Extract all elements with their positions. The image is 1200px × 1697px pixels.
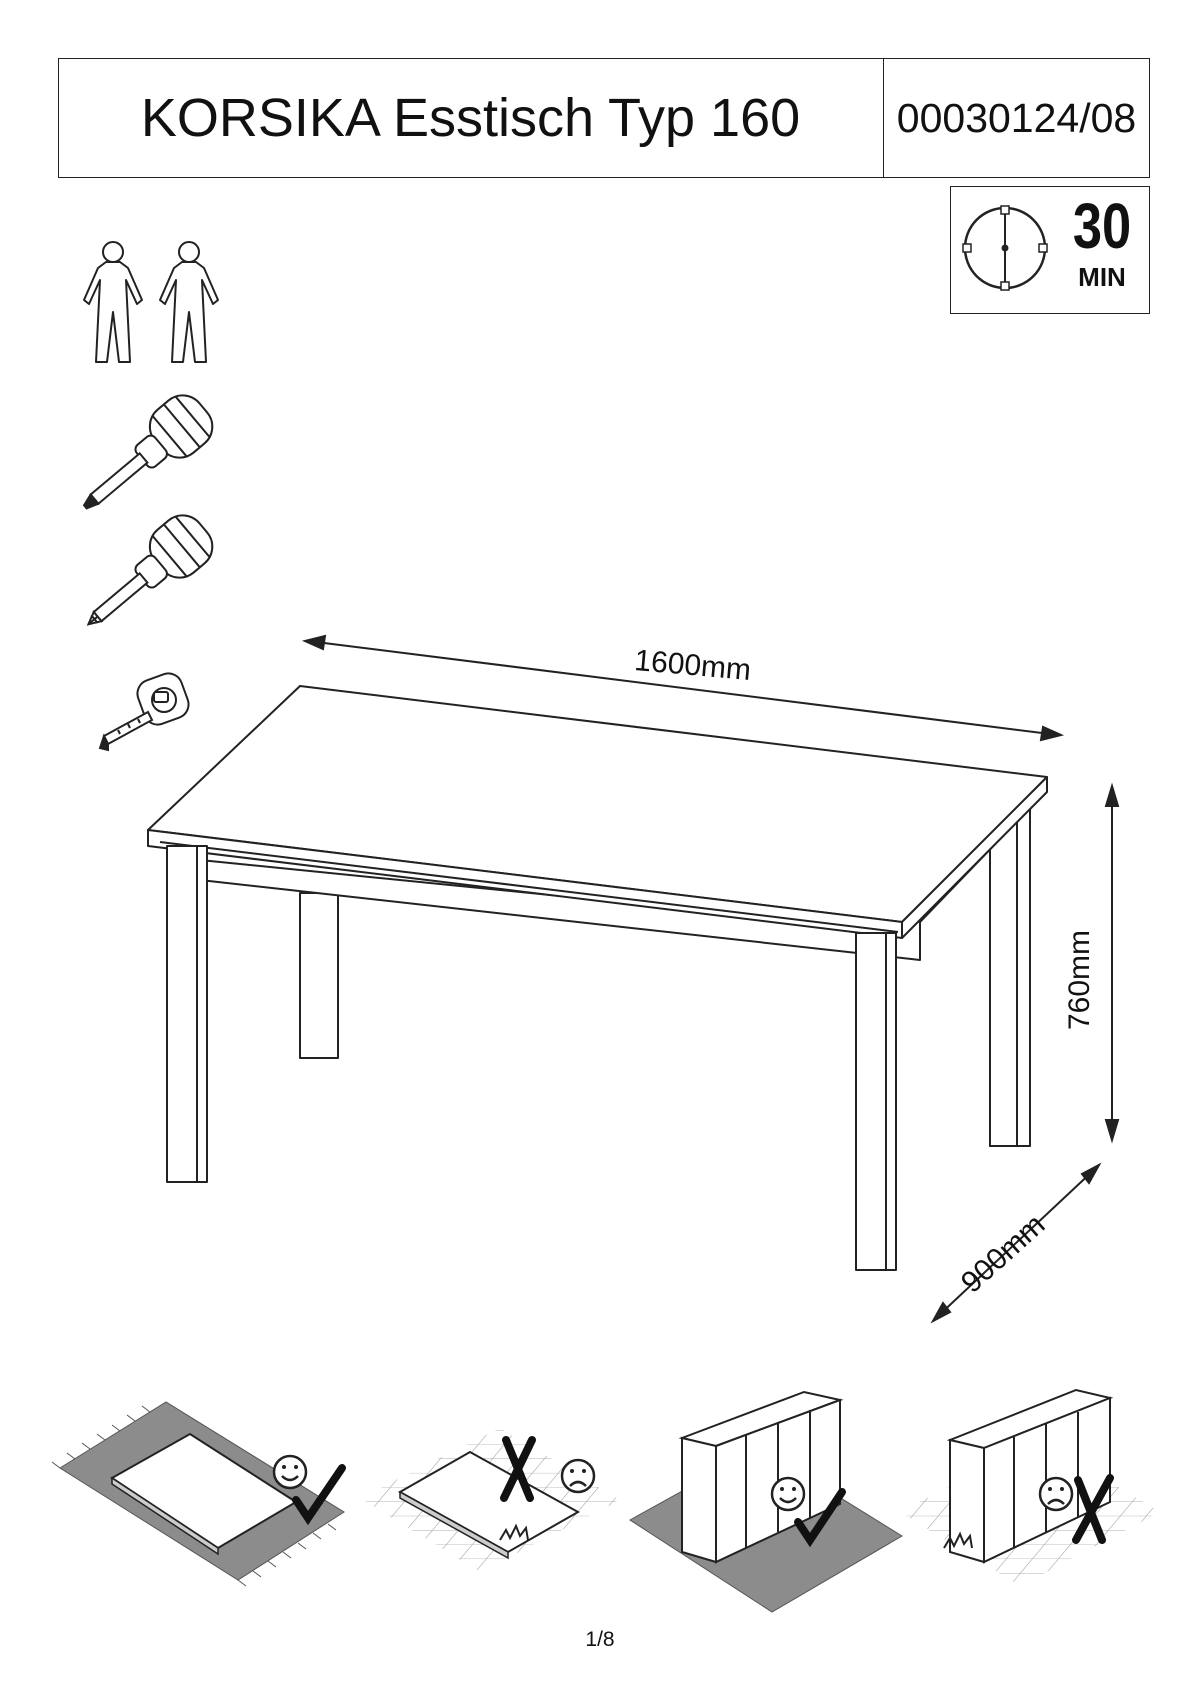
- assembly-time-value: 30: [1072, 190, 1132, 262]
- dimension-length: 1600mm: [633, 644, 753, 688]
- smiley-sad-icon: [560, 1458, 596, 1494]
- dimension-height: 760mm: [1063, 929, 1096, 1030]
- smiley-happy-icon: [272, 1454, 308, 1490]
- product-title: KORSIKA Esstisch Typ 160: [140, 88, 801, 148]
- table-apron-front: [199, 844, 921, 961]
- table-leg-back-left: [299, 892, 339, 1059]
- cabinet-on-floor-wrong: [900, 1388, 1160, 1586]
- article-number: 00030124/08: [896, 94, 1137, 141]
- table-leg-front-right: [855, 932, 897, 1271]
- dimension-depth: 900mm: [955, 1208, 1052, 1300]
- panel-lying-on-floor-wrong: [360, 1428, 620, 1572]
- assembly-time-unit: MIN: [1078, 262, 1126, 292]
- cabinet-on-mat-ok: [629, 1390, 903, 1613]
- table-leg-back-right: [989, 799, 1031, 1147]
- table-top: [147, 685, 1048, 923]
- panel-lying-on-mat-ok: [51, 1401, 346, 1587]
- cross-icon: [500, 1436, 536, 1502]
- header-box: [58, 58, 1150, 178]
- page-number: 1/8: [585, 1628, 615, 1651]
- table-leg-front-left: [166, 845, 208, 1183]
- assembly-time-box: [950, 186, 1150, 314]
- header-divider: [883, 58, 884, 178]
- checkmark-icon: [292, 1464, 346, 1526]
